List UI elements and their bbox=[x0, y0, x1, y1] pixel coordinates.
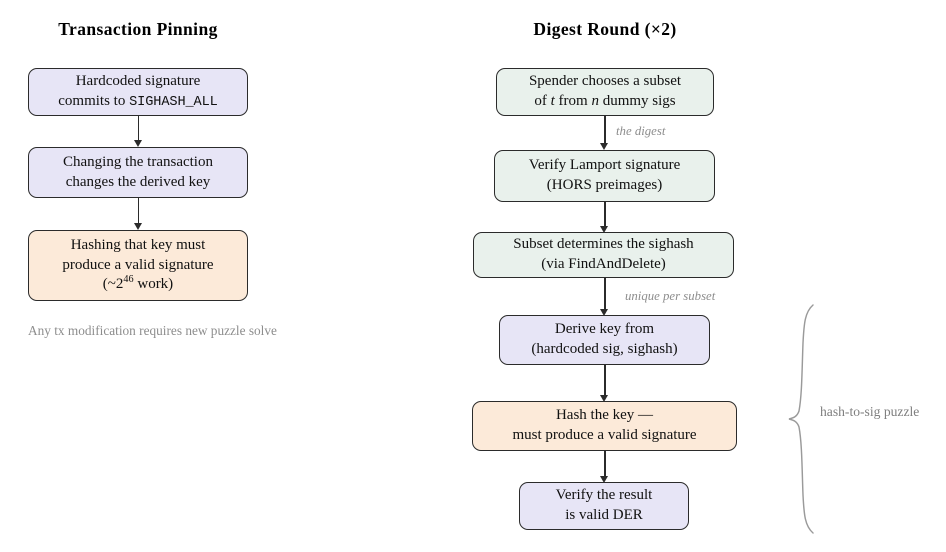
node-line: Hash the key — bbox=[555, 407, 654, 424]
mono-token: SIGHASH_ALL bbox=[129, 94, 218, 110]
brace-label-line: hash-to-sig bbox=[820, 404, 881, 419]
brace-label-hash-to-sig-puzzle: hash-to-sig puzzle bbox=[820, 402, 919, 421]
edge-label-unique-per-subset: unique per subset bbox=[625, 289, 716, 303]
node-line: Derive key from bbox=[554, 321, 655, 338]
node-hardcoded-signature: Hardcoded signature commits to SIGHASH_A… bbox=[28, 68, 248, 116]
node-line: Hardcoded signature bbox=[75, 73, 201, 90]
node-line: changes the derived key bbox=[65, 173, 211, 190]
math-var-n: n bbox=[591, 93, 599, 109]
node-line-work: (~246 work) bbox=[102, 274, 174, 293]
column-title-transaction-pinning: Transaction Pinning bbox=[58, 19, 218, 39]
node-line: (HORS preimages) bbox=[546, 177, 663, 193]
node-line: Verify the result bbox=[555, 487, 653, 504]
node-changing-transaction: Changing the transaction changes the der… bbox=[28, 147, 248, 198]
power-exponent: 46 bbox=[123, 274, 134, 286]
node-line: is valid DER bbox=[565, 507, 643, 523]
node-hash-the-key: Hash the key — must produce a valid sign… bbox=[472, 401, 737, 451]
node-line: (via FindAndDelete) bbox=[541, 256, 666, 272]
node-hashing-key-work: Hashing that key must produce a valid si… bbox=[28, 230, 248, 301]
brace-label-line: puzzle bbox=[883, 404, 920, 419]
node-line: Hashing that key must bbox=[70, 236, 206, 253]
node-line: produce a valid signature bbox=[62, 256, 214, 273]
node-derive-key-from: Derive key from (hardcoded sig, sighash) bbox=[499, 315, 710, 365]
node-line: commits to SIGHASH_ALL bbox=[58, 92, 218, 110]
node-verify-result-der: Verify the result is valid DER bbox=[519, 482, 689, 530]
caption-left-column: Any tx modification requires new puzzle … bbox=[28, 322, 277, 341]
node-verify-lamport-signature: Verify Lamport signature (HORS preimages… bbox=[494, 150, 715, 202]
caption-line: Any tx modification bbox=[28, 323, 136, 338]
node-line: Subset determines the sighash bbox=[513, 236, 694, 253]
power-base: 2 bbox=[115, 276, 124, 293]
node-subset-determines-sighash: Subset determines the sighash (via FindA… bbox=[473, 232, 734, 278]
node-line: Verify Lamport signature bbox=[528, 157, 681, 174]
node-line: (hardcoded sig, sighash) bbox=[531, 341, 678, 357]
edge-label-the-digest: the digest bbox=[616, 124, 666, 138]
caption-line: requires new puzzle solve bbox=[139, 323, 277, 338]
column-title-digest-round: Digest Round (×2) bbox=[533, 19, 677, 39]
node-spender-chooses-subset: Spender chooses a subset of t from n dum… bbox=[496, 68, 714, 116]
node-line: must produce a valid signature bbox=[512, 427, 697, 443]
node-line: Changing the transaction bbox=[63, 153, 213, 170]
math-var-t: t bbox=[550, 93, 555, 109]
node-line: Spender chooses a subset bbox=[528, 73, 682, 90]
hash-to-sig-brace bbox=[788, 304, 814, 534]
node-line: of t from n dummy sigs bbox=[534, 93, 676, 109]
